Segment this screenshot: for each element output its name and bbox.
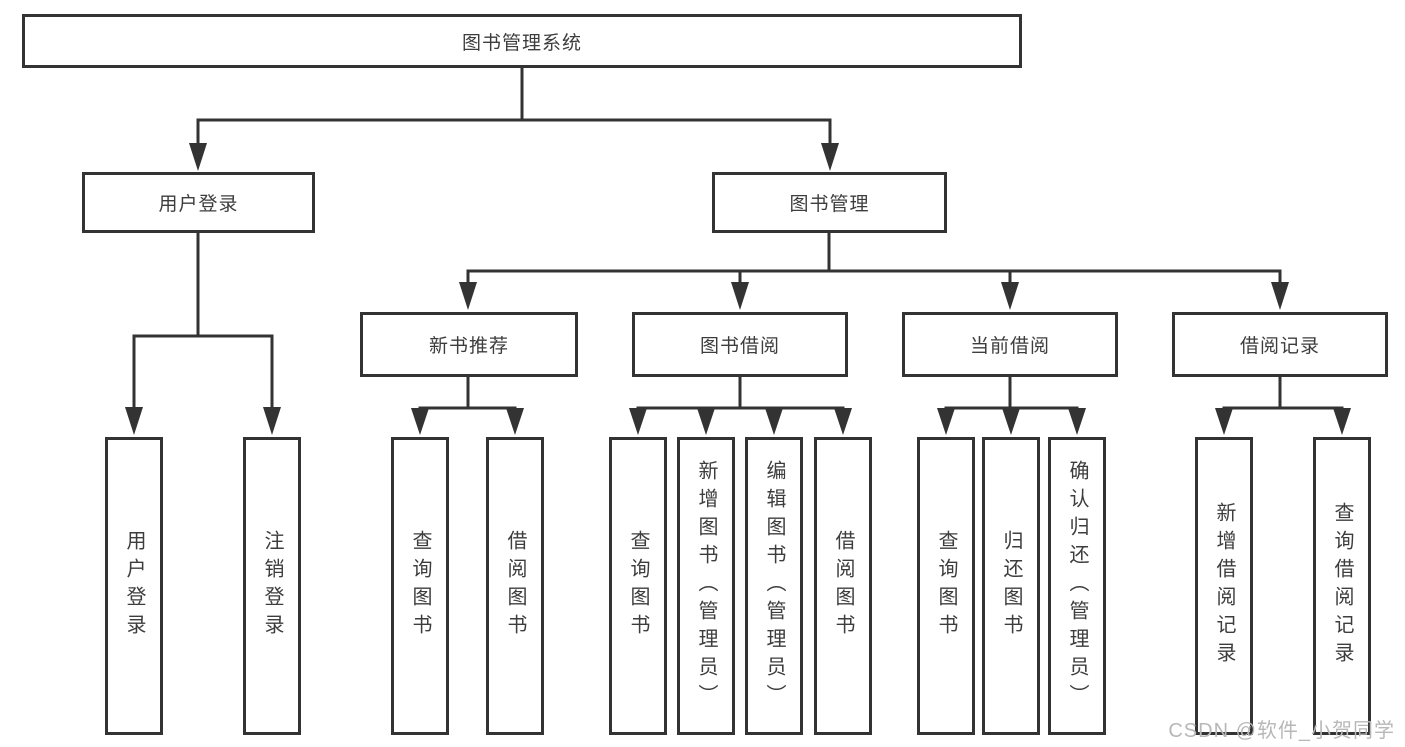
node-label: 借阅记录	[1239, 336, 1320, 357]
leaf-borrow-add-books-admin: 新增图书（管理员）	[677, 437, 735, 735]
leaf-current-query-books: 查询图书	[917, 437, 975, 735]
node-label: 新增借阅记录	[1213, 502, 1235, 670]
leaf-user-login: 用户登录	[105, 437, 163, 735]
node-label: 查询图书	[409, 530, 431, 642]
node-label: 新增图书（管理员）	[695, 460, 717, 712]
node-label: 归还图书	[1000, 530, 1022, 642]
leaf-borrow-borrow-books: 借阅图书	[814, 437, 872, 735]
node-label: 注销登录	[261, 530, 283, 642]
leaf-current-return-books: 归还图书	[982, 437, 1040, 735]
node-label: 图书借阅	[699, 336, 780, 357]
leaf-records-add-record: 新增借阅记录	[1195, 437, 1253, 735]
node-label: 查询图书	[935, 530, 957, 642]
node-book-borrow: 图书借阅	[632, 312, 848, 377]
csdn-watermark: CSDN @软件_小贺同学	[1168, 720, 1395, 742]
node-label: 用户登录	[123, 530, 145, 642]
leaf-logout: 注销登录	[243, 437, 301, 735]
node-book-management: 图书管理	[712, 172, 947, 233]
leaf-recommend-borrow-books: 借阅图书	[486, 437, 544, 735]
node-label: 编辑图书（管理员）	[763, 460, 785, 712]
node-label: 借阅图书	[832, 530, 854, 642]
leaf-recommend-query-books: 查询图书	[391, 437, 449, 735]
node-label: 借阅图书	[504, 530, 526, 642]
node-user-login: 用户登录	[82, 172, 315, 233]
leaf-current-confirm-return-admin: 确认归还（管理员）	[1048, 437, 1106, 735]
node-label: 图书管理系统	[461, 32, 582, 54]
leaf-records-query-record: 查询借阅记录	[1313, 437, 1371, 735]
node-borrow-records: 借阅记录	[1172, 312, 1388, 377]
node-label: 确认归还（管理员）	[1066, 460, 1088, 712]
node-label: 新书推荐	[428, 336, 509, 357]
node-new-book-recommend: 新书推荐	[360, 312, 578, 377]
leaf-borrow-query-books: 查询图书	[609, 437, 667, 735]
leaf-borrow-edit-books-admin: 编辑图书（管理员）	[745, 437, 803, 735]
node-current-borrow: 当前借阅	[902, 312, 1118, 377]
node-label: 查询图书	[627, 530, 649, 642]
node-root-library-system: 图书管理系统	[22, 14, 1022, 68]
node-label: 用户登录	[158, 194, 239, 215]
node-label: 图书管理	[789, 194, 870, 215]
node-label: 当前借阅	[969, 336, 1050, 357]
node-label: 查询借阅记录	[1331, 502, 1353, 670]
